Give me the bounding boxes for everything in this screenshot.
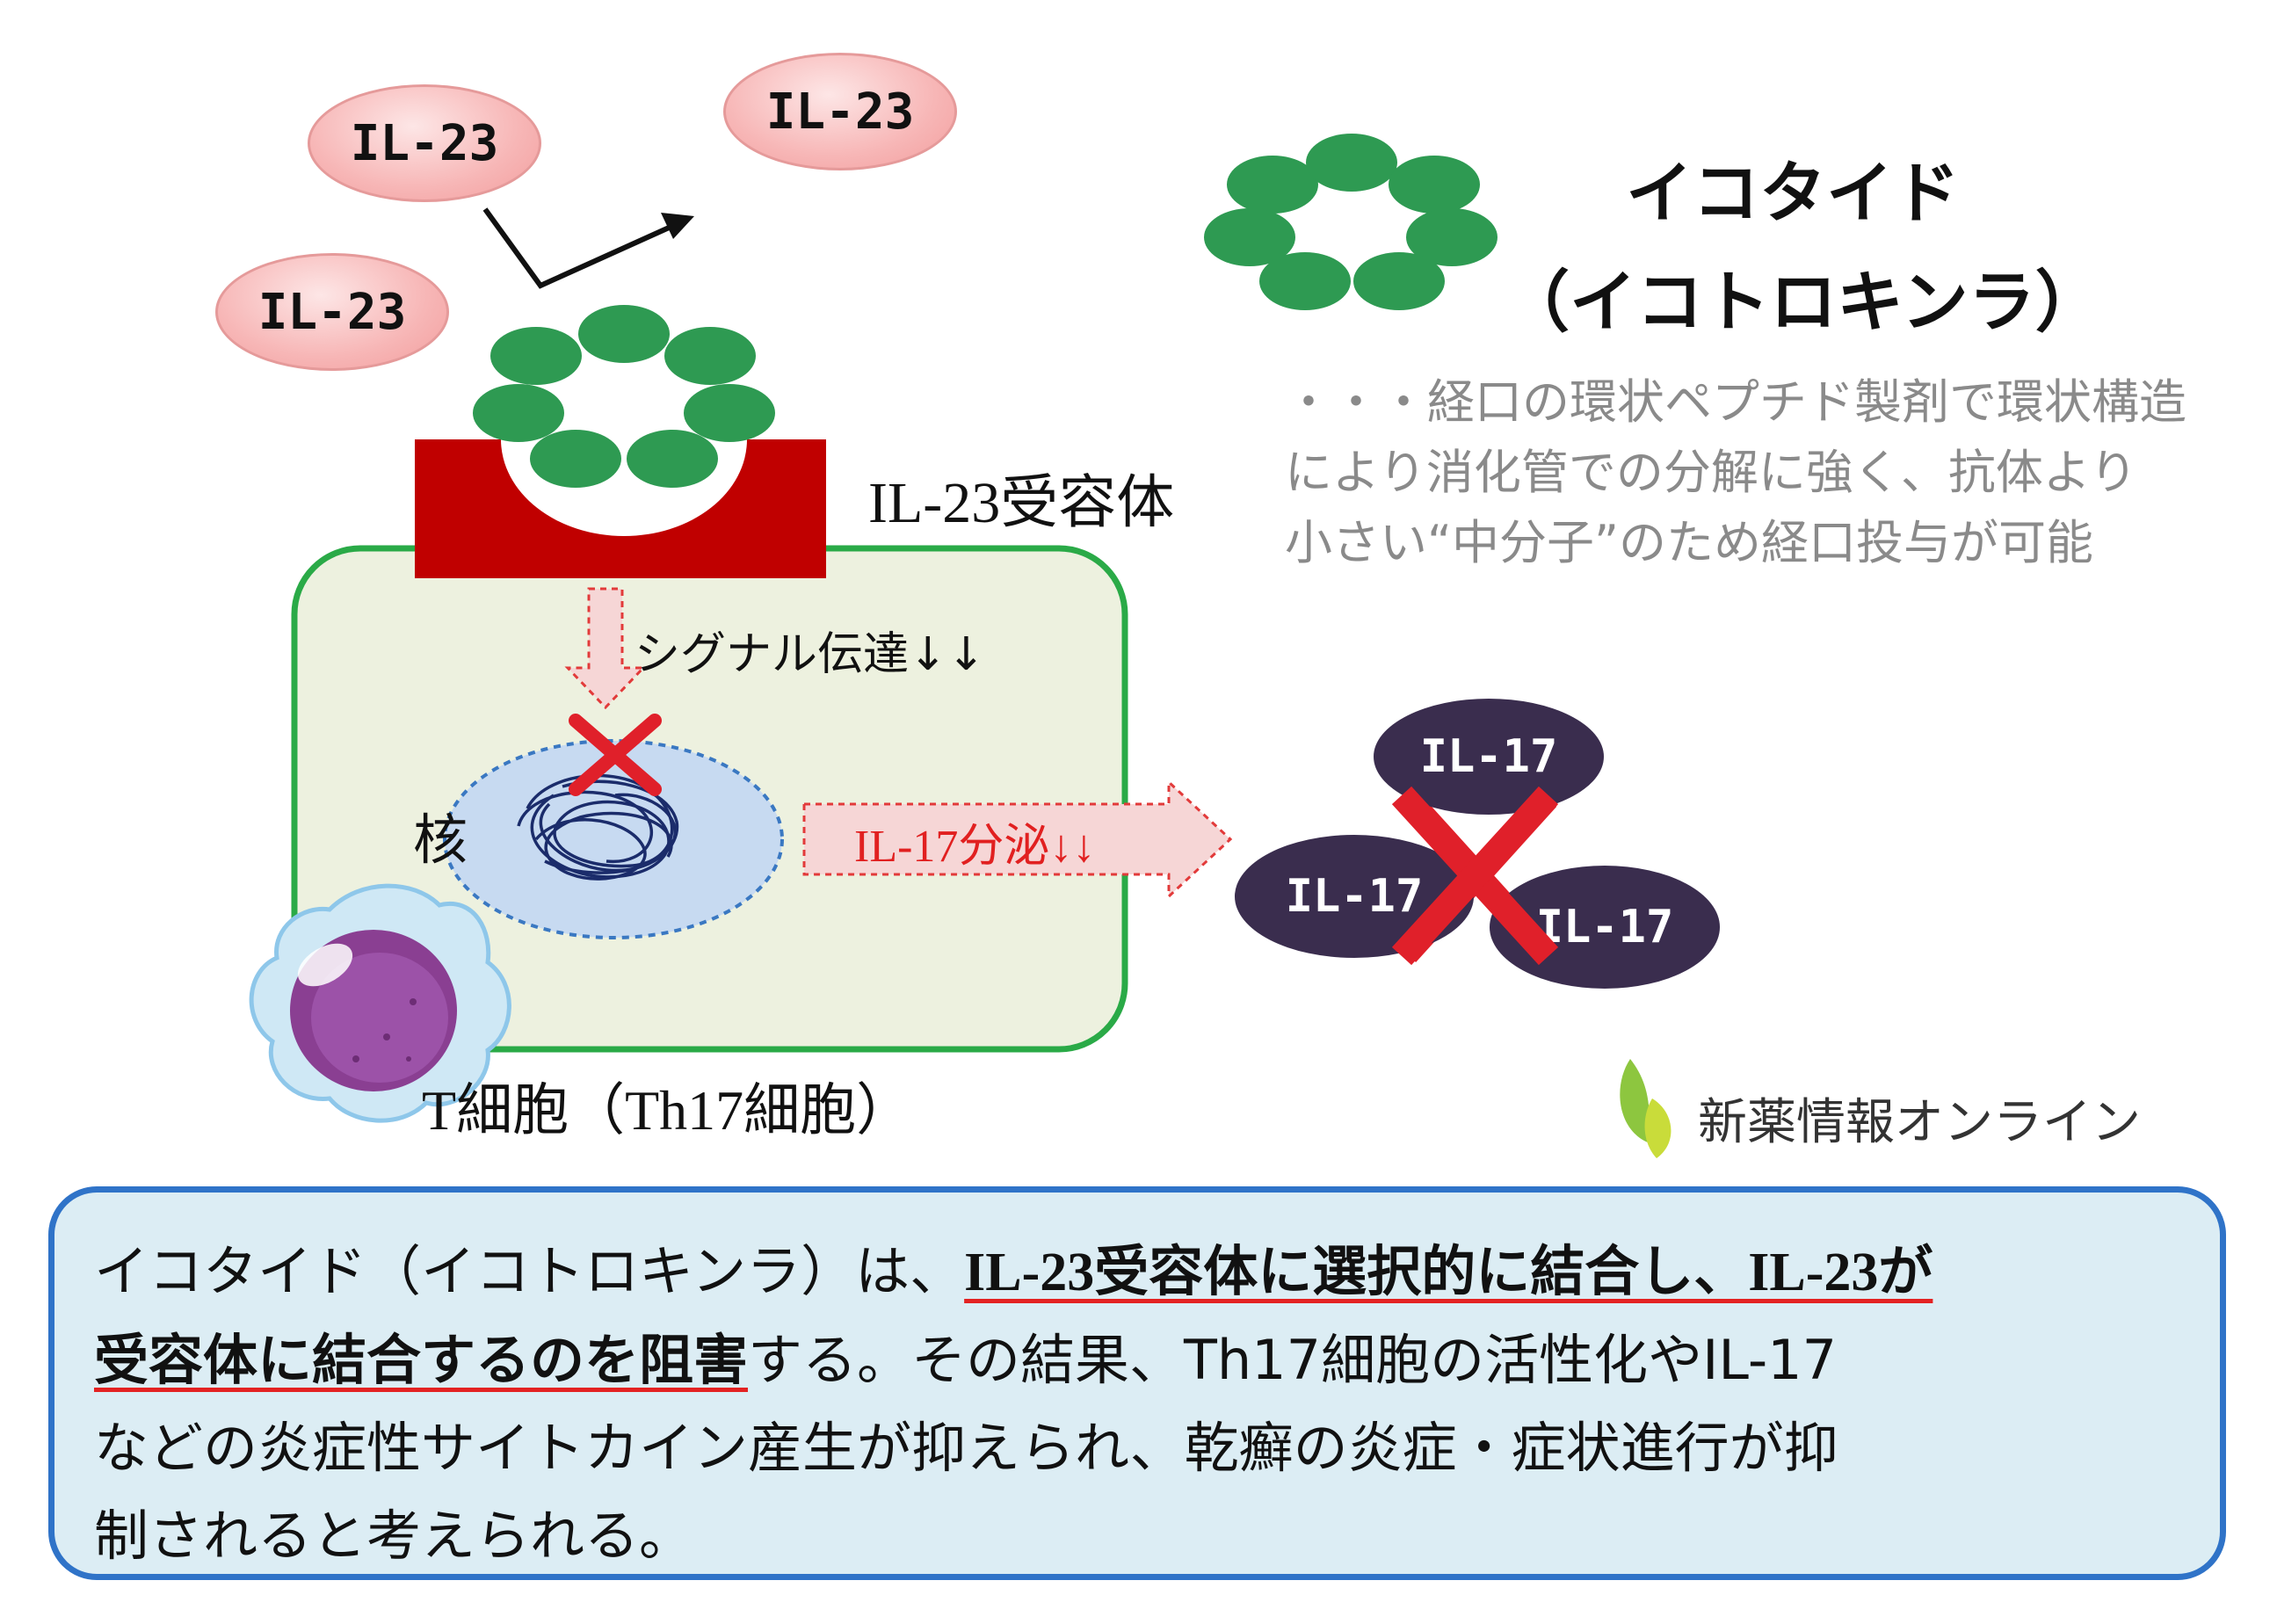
drug-ring-legend xyxy=(1204,134,1497,310)
il23-label: IL-23 xyxy=(765,83,915,141)
drug-desc-line-1: ・・・経口の環状ペプチド製剤で環状構造 xyxy=(1285,374,2186,430)
il23-label: IL-23 xyxy=(257,283,407,341)
il23-molecule-2: IL-23 xyxy=(723,53,957,170)
summary-line-1: イコタイド（イコトロキンラ）は、IL-23受容体に選択的に結合し、IL-23が xyxy=(94,1228,2185,1316)
receptor-label: IL-23受容体 xyxy=(868,471,1175,535)
cell-label: T細胞（Th17細胞） xyxy=(422,1079,913,1142)
signal-label: シグナル伝達↓↓ xyxy=(635,628,986,681)
nucleus-label: 核 xyxy=(413,808,468,872)
signal-arrow xyxy=(564,587,647,710)
il17-molecule-1: IL-17 xyxy=(1374,699,1604,815)
il23-molecule-3: IL-23 xyxy=(215,253,449,371)
secretion-label: IL-17分泌↓↓ xyxy=(854,822,1096,872)
drug-name-line2: （イコトロキンラ） xyxy=(1503,263,2102,341)
summary-line-1a: イコタイド（イコトロキンラ）は、 xyxy=(94,1239,965,1303)
nucleus-block-cross xyxy=(569,714,662,796)
summary-box: イコタイド（イコトロキンラ）は、IL-23受容体に選択的に結合し、IL-23が … xyxy=(48,1186,2226,1580)
il23-label: IL-23 xyxy=(350,114,499,172)
drug-description: ・・・経口の環状ペプチド製剤で環状構造 により消化管での分解に強く、抗体より 小… xyxy=(1285,367,2186,578)
logo-text: 新薬情報オンライン xyxy=(1698,1094,2141,1151)
il23-molecule-1: IL-23 xyxy=(308,84,541,202)
nucleus xyxy=(443,739,784,939)
logo-leaf-icon xyxy=(1620,1059,1671,1158)
drug-desc-line-3: 小さい“中分子”のため経口投与が可能 xyxy=(1285,515,2093,570)
summary-line-1b: IL-23受容体に選択的に結合し、IL-23が xyxy=(964,1243,1933,1302)
il17-label: IL-17 xyxy=(1285,870,1424,923)
summary-line-2a: 受容体に結合するのを阻害 xyxy=(94,1328,749,1392)
summary-line-3: などの炎症性サイトカイン産生が抑えられ、乾癬の炎症・症状進行が抑 xyxy=(94,1416,1838,1480)
summary-line-4: 制されると考えられる。 xyxy=(94,1504,694,1568)
summary-text: イコタイド（イコトロキンラ）は、IL-23受容体に選択的に結合し、IL-23が … xyxy=(94,1228,2185,1580)
drug-ring-on-receptor xyxy=(473,305,775,488)
il17-molecule-2: IL-17 xyxy=(1235,835,1474,958)
il23-receptor xyxy=(415,439,826,578)
secretion-arrow xyxy=(802,779,1233,900)
blocked-arrow xyxy=(482,207,678,289)
il17-label: IL-17 xyxy=(1535,901,1674,953)
il17-label: IL-17 xyxy=(1419,730,1558,783)
lymphocyte-illustration xyxy=(249,883,511,1123)
il17-molecule-3: IL-17 xyxy=(1490,866,1720,989)
summary-line-2b: する。その結果、Th17細胞の活性化やIL-17 xyxy=(748,1328,1838,1392)
drug-name-line1: イコタイド xyxy=(1626,154,1960,232)
summary-line-2: 受容体に結合するのを阻害する。その結果、Th17細胞の活性化やIL-17 xyxy=(94,1316,2185,1404)
blocked-arrow-head xyxy=(661,213,694,239)
drug-desc-line-2: により消化管での分解に強く、抗体より xyxy=(1285,445,2137,500)
